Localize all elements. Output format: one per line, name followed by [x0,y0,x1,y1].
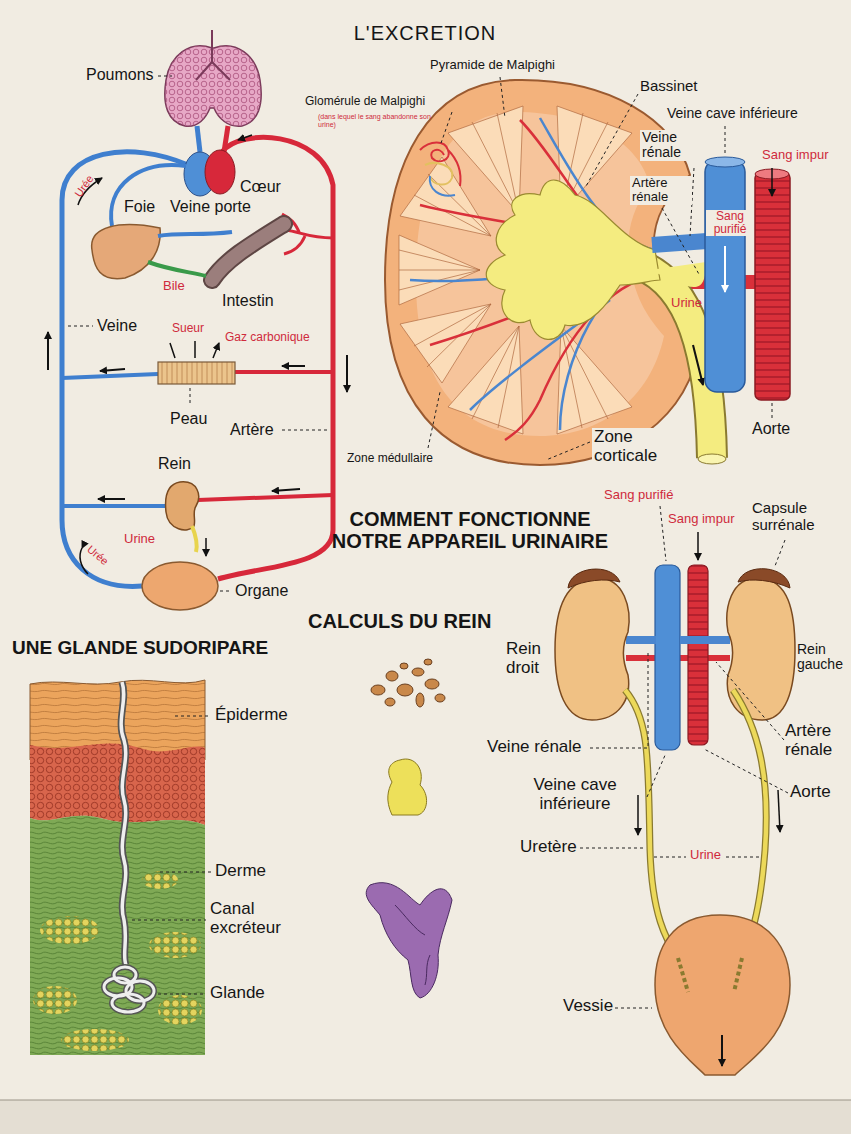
part-label: Artère rénale [785,722,847,759]
part-label: Épiderme [215,706,288,725]
part-label: Gaz carbonique [225,331,310,344]
part-label: Peau [170,410,207,428]
part-label: Sang purifié [706,210,754,236]
part-label: UNE GLANDE SUDORIPARE [12,638,268,659]
sweat-gland [30,680,211,1055]
part-label: Canal excréteur [210,900,325,937]
part-label: Bassinet [640,78,698,95]
part-label: Capsule surrénale [752,500,847,533]
poster-edge [0,1100,851,1134]
part-label: Urine [671,296,702,310]
part-label: COMMENT FONCTIONNE NOTRE APPAREIL URINAI… [325,508,615,552]
part-label: Aorte [752,420,790,438]
part-label: Sueur [172,322,204,335]
part-label: Urine [690,848,721,862]
part-label: Artère [230,421,274,439]
part-label: Vessie [563,997,613,1016]
part-label: Sang impur [762,148,828,162]
part-label: Derme [215,862,266,881]
part-label: Organe [235,582,288,600]
part-label: Glande [210,984,265,1003]
part-label: Veine rénale [640,130,702,161]
circulation-schema [48,30,347,610]
part-label: Zone médullaire [345,452,435,465]
part-label: Veine rénale [487,738,582,757]
kidney-stones [366,659,452,998]
part-label: (dans lequel le sang abandonne son urine… [318,113,438,128]
part-label: Veine cave inférieure [667,106,798,121]
part-label: Poumons [86,66,154,84]
part-label: Rein droit [506,640,556,677]
part-label: Urée [72,173,96,199]
part-label: Veine cave inférieure [505,776,645,813]
part-label: Rein [158,455,191,473]
part-label: Cœur [240,178,281,196]
part-label: Veine [97,317,137,335]
part-label: Urée [85,543,111,568]
part-label: Glomérule de Malpighi [305,95,425,108]
part-label: Uretère [520,838,577,857]
part-label: Artère rénale [630,176,692,205]
part-label: CALCULS DU REIN [308,610,491,632]
part-label: Sang purifié [604,488,673,502]
part-label: Urine [124,532,155,546]
part-label: Aorte [790,783,831,802]
part-label: Intestin [222,292,274,310]
part-label: Sang impur [668,512,734,526]
part-label: Foie [124,198,155,216]
part-label: Rein gauche [797,642,847,673]
kidney-section [385,77,790,465]
part-label: Bile [163,279,185,293]
part-label: Pyramide de Malpighi [430,58,555,72]
poster-title: L'EXCRETION [300,22,550,44]
part-label: Veine porte [170,198,251,216]
part-label: Zone corticale [592,428,688,465]
